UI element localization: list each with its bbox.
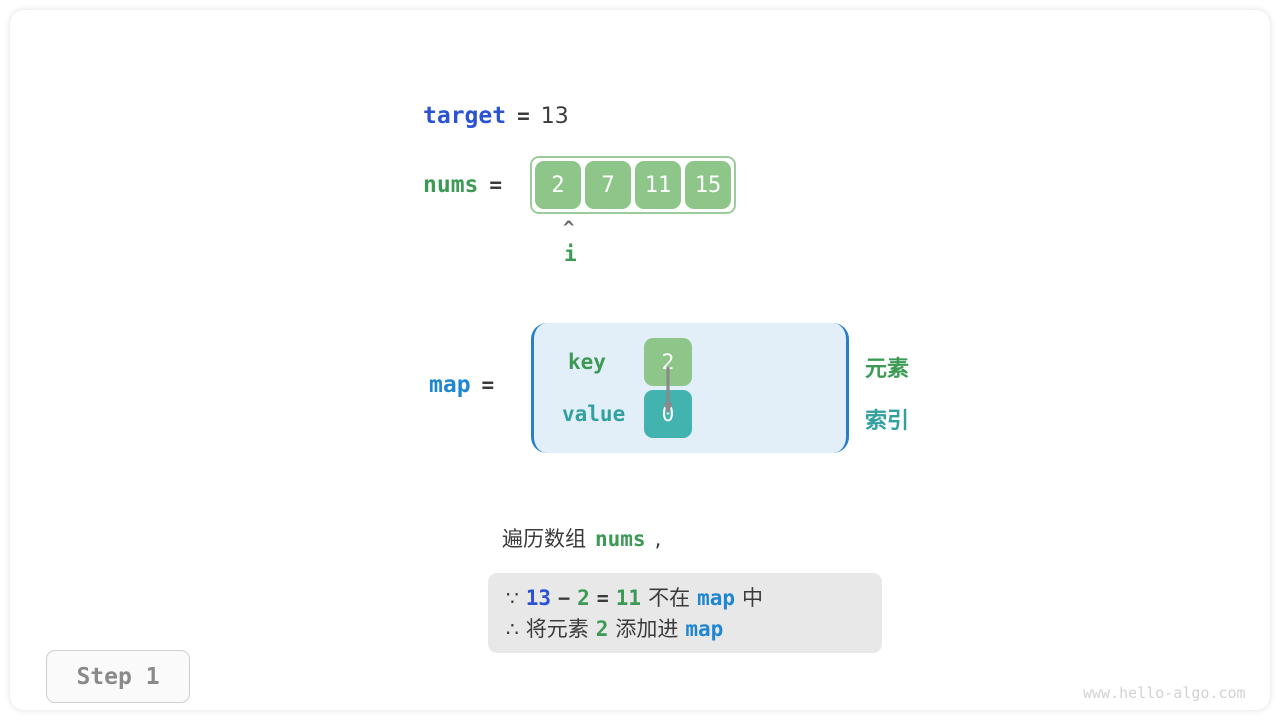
note-line2-number: 2	[595, 617, 609, 641]
note-line1-map: map	[697, 586, 736, 610]
nums-row: nums = 2 7 11 15	[423, 156, 737, 214]
note-line1-tail: 中	[742, 586, 764, 610]
note-current-element: 2	[577, 586, 590, 610]
target-equals-sign: =	[517, 104, 530, 128]
map-value-label: value	[562, 402, 626, 426]
note-line-2: ∴ 将元素 2 添加进 map	[488, 613, 882, 644]
nums-variable-label: nums	[423, 172, 479, 198]
array-cell: 2	[535, 161, 582, 209]
array-cell: 7	[585, 161, 632, 209]
array-frame: 2 7 11 15	[530, 156, 737, 214]
note-box: ∵ 13 − 2 = 11 不在 map 中 ∴ 将元素 2 添加进 map	[488, 573, 882, 653]
nums-equals-sign: =	[489, 173, 503, 197]
map-variable-label: map	[429, 372, 471, 398]
target-value: 13	[540, 103, 569, 129]
caption-line: 遍历数组 nums ,	[502, 523, 661, 553]
caption-text-before: 遍历数组	[502, 527, 586, 551]
step-badge: Step 1	[46, 650, 190, 703]
map-rows: key value 2 0	[534, 323, 846, 453]
note-line1-text: 不在	[648, 586, 691, 610]
target-variable-label: target	[423, 103, 507, 129]
array-cell: 15	[685, 161, 732, 209]
note-line2-text2: 添加进	[615, 617, 679, 641]
map-label-group: map =	[429, 372, 494, 398]
note-equals-operator: =	[596, 586, 609, 610]
note-complement-value: 11	[615, 586, 642, 610]
note-target-value: 13	[525, 586, 552, 610]
note-line2-map: map	[685, 617, 724, 641]
pointer-index-label: i	[564, 242, 577, 266]
map-equals-sign: =	[481, 373, 495, 397]
diagram-canvas: target = 13 nums = 2 7 11 15 ^ i map = k…	[10, 10, 1270, 710]
therefore-symbol-icon: ∴	[506, 617, 519, 641]
map-box: key value 2 0	[531, 323, 849, 453]
map-index-side-label: 索引	[865, 409, 910, 434]
target-row: target = 13	[423, 103, 569, 129]
watermark: www.hello-algo.com	[1083, 684, 1246, 702]
map-element-side-label: 元素	[865, 357, 910, 382]
because-symbol-icon: ∵	[506, 586, 519, 610]
caption-text-after: ,	[654, 527, 662, 551]
pointer-caret-icon: ^	[563, 217, 575, 239]
array-cell: 11	[635, 161, 682, 209]
note-line2-text1: 将元素	[525, 617, 589, 641]
note-minus-operator: −	[558, 586, 571, 610]
key-to-value-arrow-icon	[663, 367, 673, 414]
note-line-1: ∵ 13 − 2 = 11 不在 map 中	[488, 582, 882, 613]
map-key-label: key	[568, 350, 606, 374]
caption-code-nums: nums	[595, 527, 646, 551]
